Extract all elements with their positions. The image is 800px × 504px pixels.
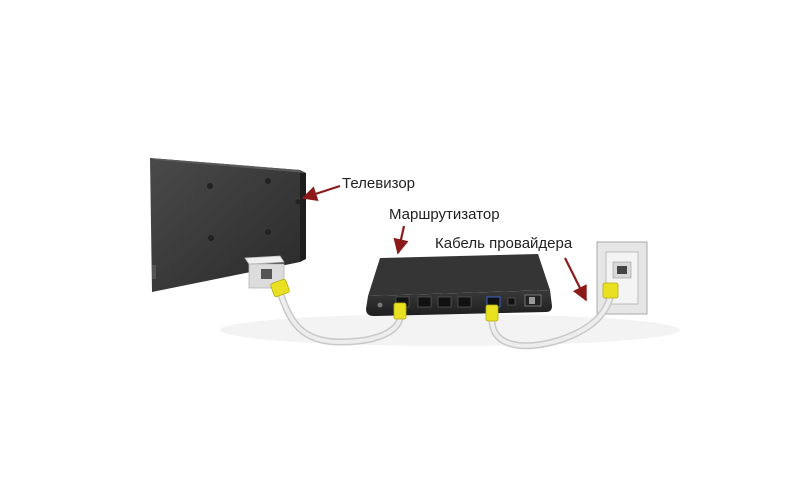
router-callout-arrow xyxy=(393,225,409,255)
router-icon xyxy=(366,254,552,316)
router-lan-port-2 xyxy=(417,296,432,308)
rj45-connector-icon xyxy=(393,302,407,320)
provider-cable-callout-arrow xyxy=(564,257,587,302)
rj45-connector-icon xyxy=(270,278,290,298)
ethernet-wall-socket-icon xyxy=(596,241,648,315)
tv-callout-arrow xyxy=(301,184,341,202)
provider-cable-label: Кабель провайдера xyxy=(435,235,573,252)
router-reset-button xyxy=(507,297,516,306)
router-lan-port-3 xyxy=(437,296,452,308)
rj45-connector-icon xyxy=(602,282,619,299)
router-label: Маршрутизатор xyxy=(389,206,500,223)
rj45-connector-icon xyxy=(485,304,499,322)
router-lan-port-4 xyxy=(457,296,472,308)
tv-label: Телевизор xyxy=(342,175,416,192)
